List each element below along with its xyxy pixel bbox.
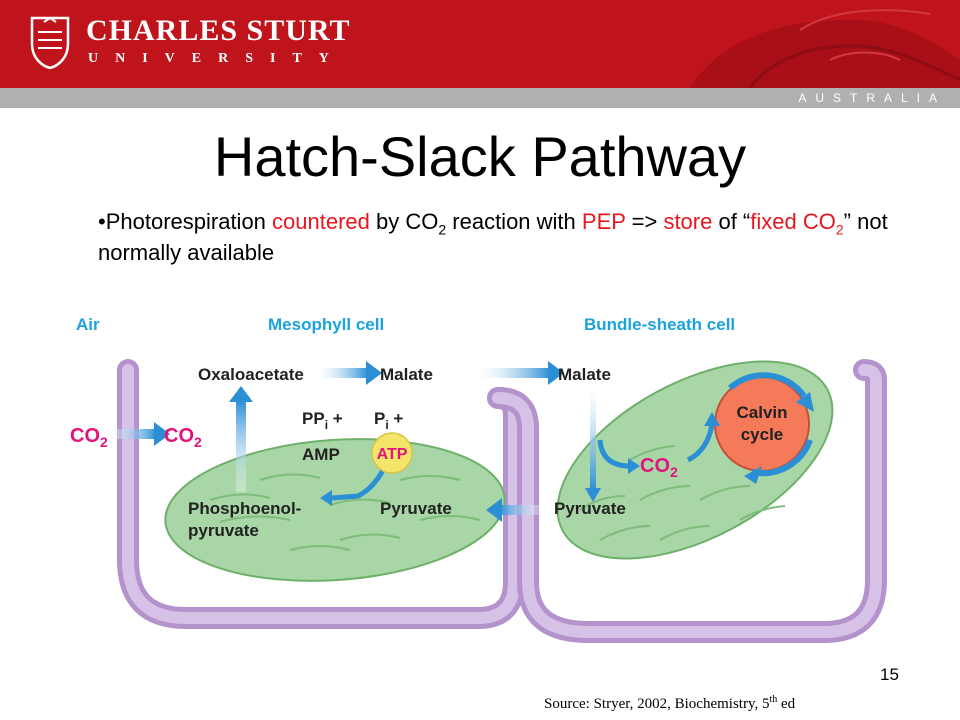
- source-superscript: th: [769, 694, 778, 705]
- amp-label: AMP: [302, 445, 340, 464]
- bundle-sheath-chloroplast: [556, 360, 834, 560]
- air-label: Air: [76, 315, 100, 334]
- bird-watermark-icon: [690, 9, 960, 88]
- university-subtitle: UNIVERSITY: [88, 51, 346, 66]
- university-crest-icon: [30, 16, 70, 70]
- bullet-part: of “: [712, 209, 751, 234]
- bundle-sheath-cell-label: Bundle-sheath cell: [584, 315, 735, 334]
- co2-air: CO2: [70, 425, 108, 450]
- university-header: CHARLES STURT UNIVERSITY: [0, 0, 960, 88]
- pyruvate-bundle-sheath-label: Pyruvate: [554, 499, 626, 518]
- subscript: 2: [835, 221, 844, 238]
- header-band: AUSTRALIA: [0, 88, 960, 108]
- calvin-label-1: Calvin: [736, 403, 787, 422]
- university-name: CHARLES STURT: [86, 14, 351, 47]
- malate-mesophyll-label: Malate: [380, 365, 433, 384]
- pi-label: Pi +: [374, 409, 403, 432]
- hatch-slack-diagram: Calvin cycle Air Mesophyll cell Bundle-s…: [70, 315, 887, 643]
- pyruvate-mesophyll-label: Pyruvate: [380, 499, 452, 518]
- malate-bundle-sheath-label: Malate: [558, 365, 611, 384]
- subscript: 2: [438, 221, 447, 238]
- ppi-label: PPi +: [302, 409, 343, 432]
- bullet-part: reaction with: [446, 209, 582, 234]
- svg-text:CO2: CO2: [640, 455, 678, 480]
- page-number: 15: [880, 665, 899, 684]
- bullet-highlight-store: store: [663, 209, 713, 234]
- country-label: AUSTRALIA: [798, 91, 946, 105]
- bullet-part: ” not normally available: [98, 209, 888, 265]
- calvin-label-2: cycle: [741, 425, 784, 444]
- bullet-highlight-fixed: fixed CO: [750, 209, 836, 234]
- bundle-sheath-cell-wall: [487, 359, 887, 643]
- phosphoenolpyruvate-label-2: pyruvate: [188, 521, 259, 540]
- slide-title: Hatch-Slack Pathway: [213, 125, 747, 188]
- bullet-part: •Photorespiration: [98, 209, 273, 234]
- pathway-arrows: [110, 361, 720, 522]
- co2-bundle-sheath: CO2: [640, 455, 678, 480]
- mesophyll-chloroplast: [164, 438, 506, 582]
- svg-text:PPi +: PPi +: [302, 409, 343, 432]
- atp-badge: ATP: [371, 432, 413, 474]
- bullet-text: •Photorespiration countered by CO2 react…: [98, 206, 898, 268]
- svg-text:CO2: CO2: [70, 425, 108, 450]
- bullet-highlight-pep: PEP: [581, 209, 626, 234]
- source-citation: Source: Stryer, 2002, Biochemistry, 5th …: [544, 694, 795, 714]
- source-end: ed: [777, 696, 796, 712]
- oxaloacetate-label: Oxaloacetate: [198, 365, 304, 384]
- svg-text:CO2: CO2: [164, 425, 202, 450]
- bullet-part: by CO: [369, 209, 439, 234]
- source-text: Source: Stryer, 2002, Biochemistry, 5: [544, 696, 770, 712]
- svg-text:Pi +: Pi +: [374, 409, 403, 432]
- bullet-part: =>: [625, 209, 664, 234]
- bullet-highlight-countered: countered: [272, 209, 370, 234]
- mesophyll-cell-label: Mesophyll cell: [268, 315, 384, 334]
- co2-mesophyll: CO2: [164, 425, 202, 450]
- atp-label: ATP: [377, 446, 408, 463]
- phosphoenolpyruvate-label-1: Phosphoenol-: [188, 499, 301, 518]
